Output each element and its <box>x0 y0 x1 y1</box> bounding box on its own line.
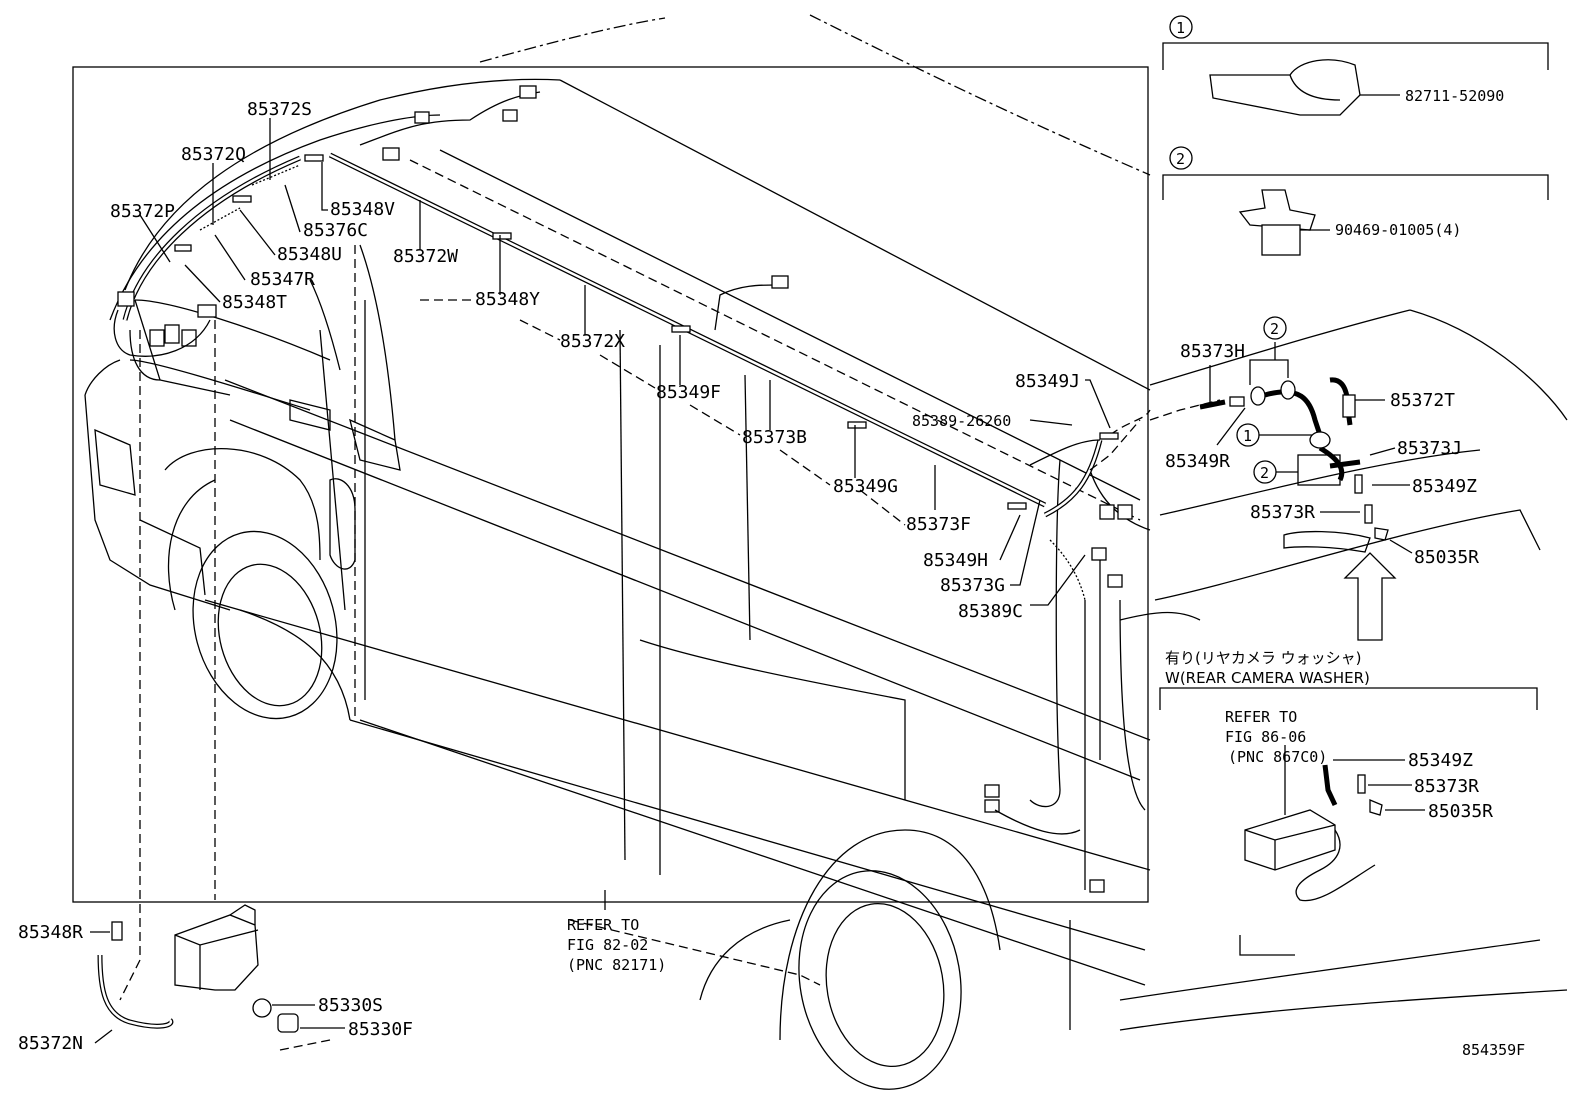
label-85349F: 85349F <box>656 382 721 403</box>
ref-fig8606-line1: REFER TO <box>1225 708 1297 726</box>
callout-1-header: 1 <box>1176 19 1185 37</box>
label-85348R: 85348R <box>18 922 83 943</box>
label-85330F: 85330F <box>348 1019 413 1040</box>
label-85349R: 85349R <box>1165 451 1230 472</box>
callout-circle-1 <box>1169 15 1193 39</box>
note-jp: 有り(リヤカメラ ウォッシャ) <box>1165 649 1361 667</box>
label-85349G: 85349G <box>833 476 898 497</box>
label-85373R: 85373R <box>1250 502 1315 523</box>
callout-1-hose: 1 <box>1243 427 1252 445</box>
detail-frames <box>72 15 1549 903</box>
callout-circle-2 <box>1169 146 1193 170</box>
ref-fig8202-line3: (PNC 82171) <box>567 956 666 974</box>
label-85372X: 85372X <box>560 331 625 352</box>
callout-2-lower: 2 <box>1260 464 1269 482</box>
label-85373R-b: 85373R <box>1414 776 1479 797</box>
rear-washer-detail <box>1199 342 1397 641</box>
illustration-id: 854359F <box>1462 1041 1525 1059</box>
washer-tank <box>97 904 299 1033</box>
label-85372P: 85372P <box>110 201 175 222</box>
label-85035R: 85035R <box>1414 547 1479 568</box>
label-85372W: 85372W <box>393 246 458 267</box>
label-85348U: 85348U <box>277 244 342 265</box>
label-85372N: 85372N <box>18 1033 83 1054</box>
callout-2-hose: 2 <box>1270 320 1279 338</box>
label-85372Q: 85372Q <box>181 144 246 165</box>
ref-fig8606-line3: (PNC 867C0) <box>1228 748 1327 766</box>
label-85349Z-b: 85349Z <box>1408 750 1473 771</box>
label-85349J: 85349J <box>1015 371 1080 392</box>
washer-hose-roof <box>113 85 1221 893</box>
label-85348Y: 85348Y <box>475 289 540 310</box>
label-85349H: 85349H <box>923 550 988 571</box>
label-85373H: 85373H <box>1180 341 1245 362</box>
label-85376C: 85376C <box>303 220 368 241</box>
ref-fig8202-line2: FIG 82-02 <box>567 936 648 954</box>
label-90469-01005: 90469-01005(4) <box>1335 221 1461 239</box>
label-85373J: 85373J <box>1397 438 1462 459</box>
label-85373B: 85373B <box>742 427 807 448</box>
callout-numbers: 1 2 2 1 2 <box>1176 19 1312 484</box>
hose-clamps <box>174 154 1119 510</box>
reference-notes: REFER TO FIG 82-02 (PNC 82171) REFER TO … <box>567 649 1525 1059</box>
label-82711-52090: 82711-52090 <box>1405 87 1504 105</box>
label-85348T: 85348T <box>222 292 287 313</box>
label-85035R-b: 85035R <box>1428 801 1493 822</box>
label-85389C: 85389C <box>958 601 1023 622</box>
label-85373F: 85373F <box>906 514 971 535</box>
projection-lines <box>119 245 356 1051</box>
rear-camera-assembly <box>1244 745 1383 902</box>
callout-2-header: 2 <box>1176 150 1185 168</box>
van-rear-view <box>1069 309 1568 1031</box>
part-labels: 85372S 85372Q 85372P 85348V 85376C 85348… <box>18 87 1504 1054</box>
label-85373G: 85373G <box>940 575 1005 596</box>
label-85389-26260: 85389-26260 <box>912 412 1011 430</box>
label-85330S: 85330S <box>318 995 383 1016</box>
note-en: W(REAR CAMERA WASHER) <box>1165 669 1370 687</box>
van-body-outline <box>84 14 1151 1090</box>
clip-part <box>1238 189 1330 256</box>
camera-cover-part <box>1209 59 1400 116</box>
label-85347R: 85347R <box>250 269 315 290</box>
label-85372S: 85372S <box>247 99 312 120</box>
ref-fig8606-line2: FIG 86-06 <box>1225 728 1306 746</box>
ref-fig8202-line1: REFER TO <box>567 916 639 934</box>
label-85348V: 85348V <box>330 199 395 220</box>
label-85372T: 85372T <box>1390 390 1455 411</box>
leader-lines <box>90 118 1425 1044</box>
label-85349Z: 85349Z <box>1412 476 1477 497</box>
